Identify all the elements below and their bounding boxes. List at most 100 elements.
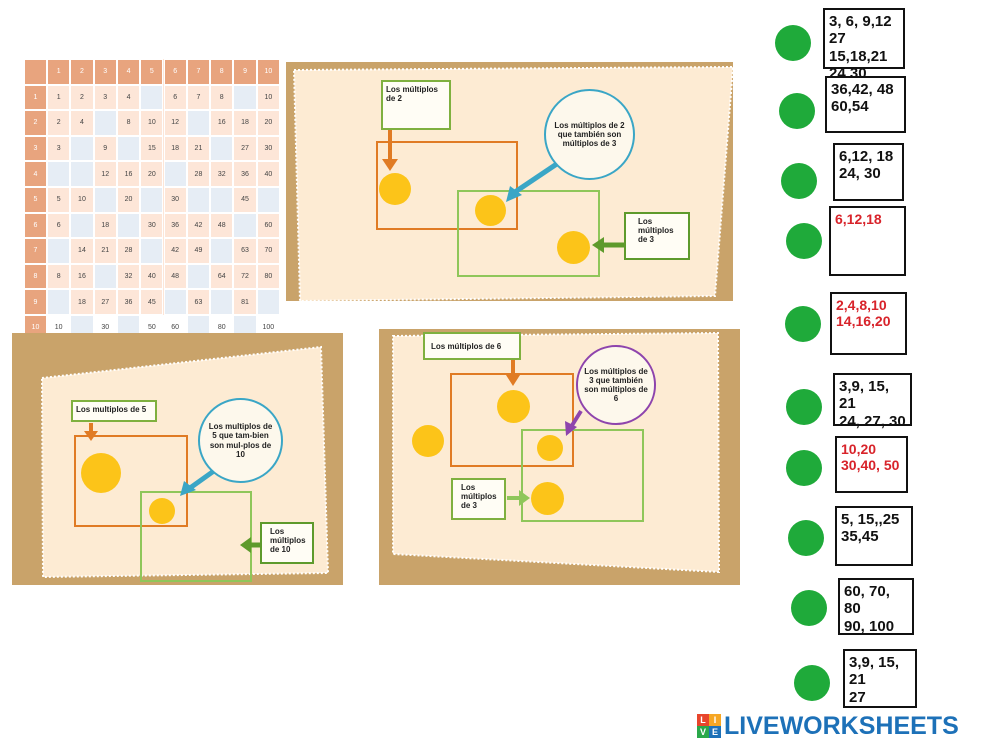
table-cell xyxy=(93,187,117,213)
answer-dot-multiples-of-2[interactable] xyxy=(379,173,411,205)
table-cell: 21 xyxy=(93,238,117,264)
table-cell: 42 xyxy=(163,238,187,264)
table-cell: 10 xyxy=(256,84,280,111)
table-cell: 20 xyxy=(256,110,280,136)
table-cell: 6 xyxy=(47,212,71,239)
answer-card[interactable]: 6,12,18 xyxy=(829,206,906,276)
table-col-header: 7 xyxy=(186,59,211,85)
table-cell: 14 xyxy=(70,238,94,264)
venn-panel-5-10: Los multiplos de 5 Los multiplos de 5 qu… xyxy=(12,333,343,585)
table-col-header: 1 xyxy=(47,59,71,85)
table-col-header: 10 xyxy=(256,59,280,85)
table-cell: 81 xyxy=(233,289,257,315)
table-cell: 10 xyxy=(70,187,94,213)
venn-panel-2-3: Los múltiplos de 2 Los múltiplos de 2 qu… xyxy=(286,62,733,301)
table-cell: 16 xyxy=(116,161,141,187)
table-row-header: 7 xyxy=(24,238,47,264)
answer-card[interactable]: 6,12, 18 24, 30 xyxy=(833,143,904,201)
answer-card[interactable]: 3,9, 15, 21 27 xyxy=(843,649,917,708)
answer-dot-multiples-of-3-b[interactable] xyxy=(531,482,564,515)
table-cell xyxy=(256,289,280,315)
table-cell xyxy=(163,289,187,315)
answer-dot-multiples-of-5[interactable] xyxy=(81,453,121,493)
table-row-header: 6 xyxy=(24,212,47,239)
table-cell: 30 xyxy=(256,135,280,162)
table-cell: 12 xyxy=(163,110,187,136)
answer-card[interactable]: 3, 6, 9,12 27 15,18,21 24 30 xyxy=(823,8,905,82)
answer-card[interactable]: 36,42, 48 60,54 xyxy=(825,76,906,133)
answer-dot-common-5-10[interactable] xyxy=(149,498,175,524)
table-cell: 18 xyxy=(233,110,257,136)
table-cell: 16 xyxy=(210,110,234,136)
answer-dot-outside[interactable] xyxy=(412,425,444,457)
table-cell xyxy=(93,263,117,290)
table-cell: 6 xyxy=(163,84,187,111)
drag-target-dot[interactable] xyxy=(779,93,815,129)
table-cell: 10 xyxy=(140,110,164,136)
table-cell xyxy=(210,187,234,213)
table-cell: 60 xyxy=(256,212,280,239)
drag-target-dot[interactable] xyxy=(794,665,830,701)
table-col-header: 5 xyxy=(140,59,164,85)
table-cell: 40 xyxy=(256,161,280,187)
table-cell: 7 xyxy=(186,84,211,111)
table-cell: 18 xyxy=(70,289,94,315)
drag-target-dot[interactable] xyxy=(775,25,811,61)
answer-card[interactable]: 2,4,8,10 14,16,20 xyxy=(830,292,907,355)
table-cell: 42 xyxy=(186,212,211,239)
table-cell xyxy=(186,110,211,136)
table-cell: 49 xyxy=(186,238,211,264)
table-cell xyxy=(70,135,94,162)
table-row-header: 3 xyxy=(24,135,47,162)
answer-card[interactable]: 5, 15,,25 35,45 xyxy=(835,506,913,566)
table-cell: 18 xyxy=(93,212,117,239)
table-row-header: 9 xyxy=(24,289,47,315)
liveworksheets-logo-icon: L I V E xyxy=(697,714,721,738)
answer-dot-multiples-of-3[interactable] xyxy=(557,231,590,264)
label-multiples-of-10: Los múltiplos de 10 xyxy=(260,522,314,564)
table-cell: 3 xyxy=(47,135,71,162)
table-cell: 2 xyxy=(47,110,71,136)
drag-target-dot[interactable] xyxy=(786,223,822,259)
table-cell: 4 xyxy=(70,110,94,136)
table-cell: 20 xyxy=(116,187,141,213)
table-cell: 3 xyxy=(93,84,117,111)
table-cell: 36 xyxy=(116,289,141,315)
table-row-header: 8 xyxy=(24,263,47,290)
table-cell xyxy=(93,110,117,136)
answer-card[interactable]: 3,9, 15, 21 24, 27, 30 xyxy=(833,373,912,430)
table-cell: 32 xyxy=(116,263,141,290)
table-cell xyxy=(70,161,94,187)
drag-target-dot[interactable] xyxy=(785,306,821,342)
table-cell xyxy=(233,84,257,111)
answer-dot-common-3-6[interactable] xyxy=(537,435,563,461)
label-multiples-of-3-b: Los múltiplos de 3 xyxy=(451,478,506,520)
table-cell xyxy=(140,238,164,264)
table-cell xyxy=(116,212,141,239)
table-cell: 70 xyxy=(256,238,280,264)
bubble-multiples-3-and-6: Los múltiplos de 3 que también son múlti… xyxy=(576,345,656,425)
drag-target-dot[interactable] xyxy=(791,590,827,626)
drag-target-dot[interactable] xyxy=(781,163,817,199)
label-multiples-of-6: Los múltiplos de 6 xyxy=(423,332,521,360)
answer-dot-common-2-3[interactable] xyxy=(475,195,506,226)
answer-card[interactable]: 60, 70, 80 90, 100 xyxy=(838,578,914,635)
table-cell xyxy=(233,212,257,239)
answer-card[interactable]: 10,20 30,40, 50 xyxy=(835,436,908,493)
table-cell: 9 xyxy=(93,135,117,162)
bubble-multiples-2-and-3: Los múltiplos de 2 que también son múlti… xyxy=(544,89,635,180)
drag-target-dot[interactable] xyxy=(788,520,824,556)
drag-target-dot[interactable] xyxy=(786,389,822,425)
table-cell xyxy=(256,187,280,213)
table-cell: 63 xyxy=(186,289,211,315)
table-row-header: 2 xyxy=(24,110,47,136)
table-cell: 48 xyxy=(210,212,234,239)
drag-target-dot[interactable] xyxy=(786,450,822,486)
table-cell: 8 xyxy=(210,84,234,111)
venn-panel-6-3: Los múltiplos de 6 Los múltiplos de 3 qu… xyxy=(379,329,740,585)
answer-dot-multiples-of-6[interactable] xyxy=(497,390,530,423)
table-cell xyxy=(210,135,234,162)
table-col-header: 4 xyxy=(116,59,141,85)
label-multiples-of-3: Los múltiplos de 3 xyxy=(624,212,690,260)
